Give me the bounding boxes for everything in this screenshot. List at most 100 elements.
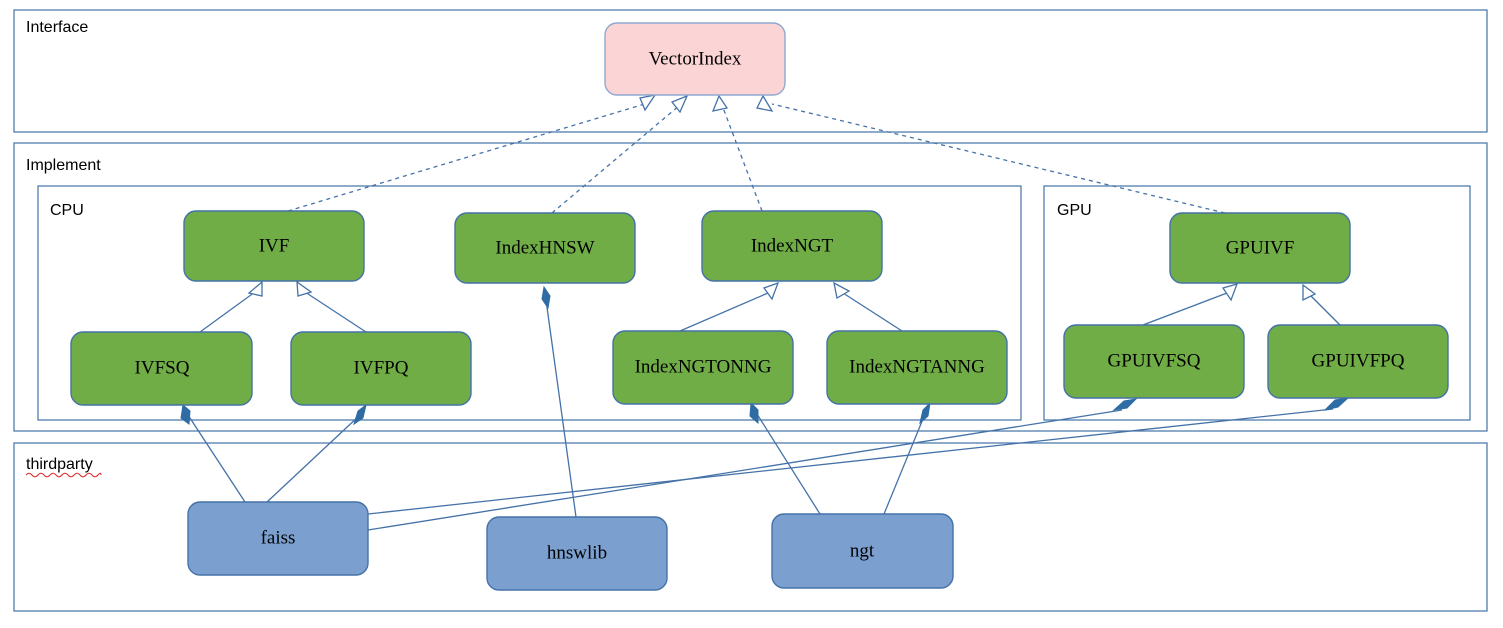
edge-line <box>1142 292 1228 326</box>
node-rect[interactable] <box>486 516 668 591</box>
edge-line <box>883 413 926 515</box>
edge-line <box>304 291 367 333</box>
node-label-indexngtonng: IndexNGTONNG <box>635 356 772 377</box>
node-label-gpuivfpq: GPUIVFPQ <box>1312 350 1405 371</box>
edge-hnswlib-to-indexhnsw <box>541 285 577 518</box>
edge-line <box>367 408 1334 515</box>
node-label-ngt: ngt <box>850 540 875 561</box>
group-label-gpu: GPU <box>1057 202 1092 219</box>
node-label-indexngtanng: IndexNGTANNG <box>849 356 985 377</box>
node-label-ivf: IVF <box>259 235 290 256</box>
edge-line <box>545 299 577 518</box>
node-rect[interactable] <box>612 330 794 405</box>
filled-diamond-icon <box>353 403 367 426</box>
edge-faiss-to-gpuivfsq <box>367 398 1138 531</box>
edge-line <box>199 291 256 333</box>
edge-ivf-to-vectorindex <box>287 94 657 212</box>
edge-faiss-to-ivfsq <box>180 404 246 503</box>
group-container-implement: Implement <box>13 142 1488 432</box>
group-container-gpu: GPU <box>1043 185 1471 421</box>
node-vectorindex[interactable]: VectorIndex <box>604 22 786 96</box>
node-rect[interactable] <box>604 22 786 96</box>
edge-gpuivfpq-to-gpuivf <box>1302 283 1341 326</box>
edge-ivfsq-to-ivf <box>199 280 263 333</box>
node-faiss[interactable]: faiss <box>187 501 369 576</box>
edge-line <box>771 103 1226 214</box>
node-rect[interactable] <box>1169 212 1351 284</box>
filled-diamond-icon <box>180 404 191 425</box>
edge-line <box>551 104 681 214</box>
group-rect-thirdparty <box>13 442 1488 612</box>
node-label-ivfpq: IVFPQ <box>354 357 409 378</box>
node-rect[interactable] <box>826 330 1008 405</box>
node-rect[interactable] <box>70 331 253 406</box>
node-indexhnsw[interactable]: IndexHNSW <box>454 212 636 284</box>
spellcheck-underline-icon <box>25 472 102 478</box>
node-ivfsq[interactable]: IVFSQ <box>70 331 253 406</box>
hollow-triangle-arrow-icon <box>833 281 851 300</box>
group-rect-implement <box>13 142 1488 432</box>
group-label-interface: Interface <box>26 19 88 36</box>
node-rect[interactable] <box>290 331 472 406</box>
edge-ivfpq-to-ivf <box>296 280 367 333</box>
filled-diamond-icon <box>919 401 931 425</box>
hollow-triangle-arrow-icon <box>296 280 313 297</box>
edge-faiss-to-gpuivfpq <box>367 397 1350 515</box>
node-rect[interactable] <box>454 212 636 284</box>
filled-diamond-icon <box>1112 398 1138 411</box>
node-label-ivfsq: IVFSQ <box>135 357 190 378</box>
node-rect[interactable] <box>701 210 883 282</box>
node-label-indexhnsw: IndexHNSW <box>495 237 594 258</box>
edge-indexngtanng-to-indexngt <box>833 281 903 332</box>
node-rect[interactable] <box>183 210 365 282</box>
edge-indexngtonng-to-indexngt <box>679 281 780 332</box>
hollow-triangle-arrow-icon <box>670 94 689 114</box>
edge-line <box>721 104 763 212</box>
node-ivf[interactable]: IVF <box>183 210 365 282</box>
hollow-triangle-arrow-icon <box>711 94 729 112</box>
group-container-thirdparty: thirdparty <box>13 442 1488 612</box>
group-container-cpu: CPU <box>37 185 1022 421</box>
hollow-triangle-arrow-icon <box>1221 283 1239 302</box>
hollow-triangle-arrow-icon <box>639 94 657 112</box>
node-hnswlib[interactable]: hnswlib <box>486 516 668 591</box>
edge-line <box>187 414 246 503</box>
hollow-triangle-arrow-icon <box>247 280 263 297</box>
filled-diamond-icon <box>541 285 551 310</box>
group-rect-interface <box>13 9 1488 133</box>
node-gpuivfsq[interactable]: GPUIVFSQ <box>1063 324 1245 399</box>
node-indexngtanng[interactable]: IndexNGTANNG <box>826 330 1008 405</box>
node-label-gpuivfsq: GPUIVFSQ <box>1108 350 1201 371</box>
node-gpuivfpq[interactable]: GPUIVFPQ <box>1267 324 1449 399</box>
node-gpuivf[interactable]: GPUIVF <box>1169 212 1351 284</box>
node-label-gpuivf: GPUIVF <box>1226 237 1295 258</box>
edge-ngt-to-indexngtonng <box>749 401 821 515</box>
edge-indexngt-to-vectorindex <box>711 94 763 212</box>
edge-line <box>756 413 821 515</box>
edge-line <box>842 292 903 332</box>
node-indexngt[interactable]: IndexNGT <box>701 210 883 282</box>
node-rect[interactable] <box>771 513 954 589</box>
node-rect[interactable] <box>1063 324 1245 399</box>
node-indexngtonng[interactable]: IndexNGTONNG <box>612 330 794 405</box>
edge-ngt-to-indexngtanng <box>883 401 931 515</box>
group-label-implement: Implement <box>26 157 101 174</box>
hollow-triangle-arrow-icon <box>756 94 774 112</box>
edge-line <box>287 102 649 212</box>
node-label-indexngt: IndexNGT <box>751 235 834 256</box>
group-rect-gpu <box>1043 185 1471 421</box>
node-rect[interactable] <box>187 501 369 576</box>
hollow-triangle-arrow-icon <box>1302 283 1317 302</box>
filled-diamond-icon <box>749 401 759 425</box>
edge-line <box>367 409 1123 531</box>
filled-diamond-icon <box>1323 397 1350 411</box>
edge-line <box>679 292 769 332</box>
node-ivfpq[interactable]: IVFPQ <box>290 331 472 406</box>
edge-line <box>266 414 361 503</box>
edge-gpuivf-to-vectorindex <box>756 94 1226 214</box>
node-label-hnswlib: hnswlib <box>547 542 607 563</box>
edge-faiss-to-ivfpq <box>266 403 367 503</box>
node-rect[interactable] <box>1267 324 1449 399</box>
node-ngt[interactable]: ngt <box>771 513 954 589</box>
